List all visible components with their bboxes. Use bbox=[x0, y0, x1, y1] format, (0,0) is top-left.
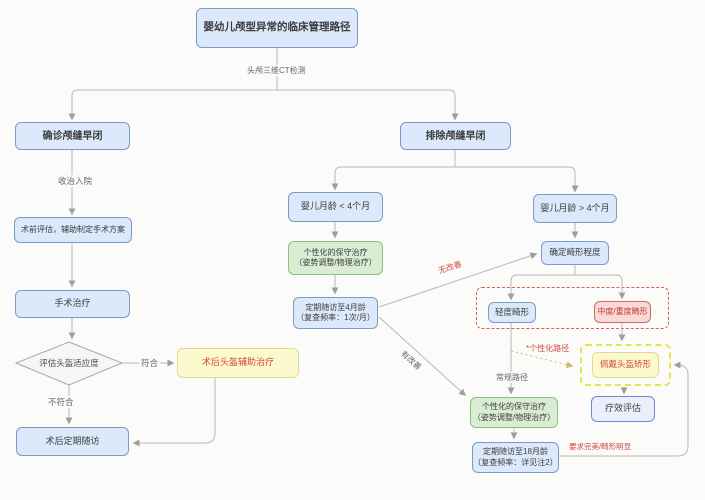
edge-label-meet: 符合 bbox=[139, 357, 161, 369]
node-mild-deformity: 轻度畸形 bbox=[488, 302, 536, 323]
node-conservative-treatment-2: 个性化的保守治疗 （姿势调整/物理治疗） bbox=[470, 397, 558, 428]
conservative-treatment2-line1: 个性化的保守治疗 bbox=[482, 402, 546, 412]
node-age-over-4-months: 婴儿月龄 > 4个月 bbox=[533, 194, 617, 223]
conservative-treatment-line1: 个性化的保守治疗 bbox=[303, 247, 368, 257]
node-title: 婴幼儿颅型异常的临床管理路径 bbox=[196, 8, 358, 48]
followup-4m-line2: （复查频率：1次/月） bbox=[296, 313, 375, 322]
node-helmet-fitness-decision: 评估头盔适应度 bbox=[39, 358, 99, 368]
node-postop-helmet-therapy: 术后头盔辅助治疗 bbox=[177, 348, 299, 378]
node-exclude-craniosynostosis: 排除颅缝早闭 bbox=[400, 122, 511, 150]
node-efficacy-evaluation: 疗效评估 bbox=[591, 396, 655, 422]
edge-label-not-meet: 不符合 bbox=[46, 396, 76, 408]
edge-label-ct-scan: 头颅三维CT检测 bbox=[245, 65, 308, 76]
conservative-treatment-line2: （姿势调整/物理治疗） bbox=[294, 258, 377, 267]
node-age-under-4-months: 婴儿月龄 < 4个月 bbox=[288, 192, 383, 222]
node-postop-followup: 术后定期随访 bbox=[16, 427, 129, 456]
edge-label-regular-path: 常规路径 bbox=[494, 372, 530, 383]
followup-18m-line2: （复查频率：详见注2） bbox=[473, 457, 558, 467]
followup-18m-line1: 定期随访至18月龄 bbox=[483, 447, 548, 457]
node-followup-to-4-months: 定期随访至4月龄 （复查频率：1次/月） bbox=[293, 297, 378, 329]
edge-label-admit: 收治入院 bbox=[56, 175, 95, 187]
node-followup-to-18-months: 定期随访至18月龄 （复查频率：详见注2） bbox=[472, 442, 559, 473]
node-wear-helmet-orthosis: 佩戴头盔矫形 bbox=[592, 352, 659, 378]
node-determine-deformity-degree: 确定畸形程度 bbox=[541, 241, 609, 265]
node-conservative-treatment-1: 个性化的保守治疗 （姿势调整/物理治疗） bbox=[288, 241, 383, 275]
node-surgical-treatment: 手术治疗 bbox=[15, 290, 130, 318]
followup-4m-line1: 定期随访至4月龄 bbox=[305, 302, 366, 312]
node-confirm-craniosynostosis: 确诊颅缝早闭 bbox=[15, 122, 130, 150]
conservative-treatment2-line2: （姿势调整/物理治疗） bbox=[472, 412, 556, 422]
severity-group-dashed-red-frame bbox=[476, 287, 669, 329]
helmet-wear-dashed-yellow-frame bbox=[580, 344, 671, 386]
node-moderate-severe-deformity: 中度/重度畸形 bbox=[594, 301, 651, 323]
edge-label-perfect-or-obvious: 要求完美/畸形明显 bbox=[569, 442, 632, 451]
edge-label-personalized-path: *个性化路径 bbox=[526, 344, 570, 353]
node-preop-evaluation: 术前评估，辅助制定手术方案 bbox=[14, 217, 132, 243]
